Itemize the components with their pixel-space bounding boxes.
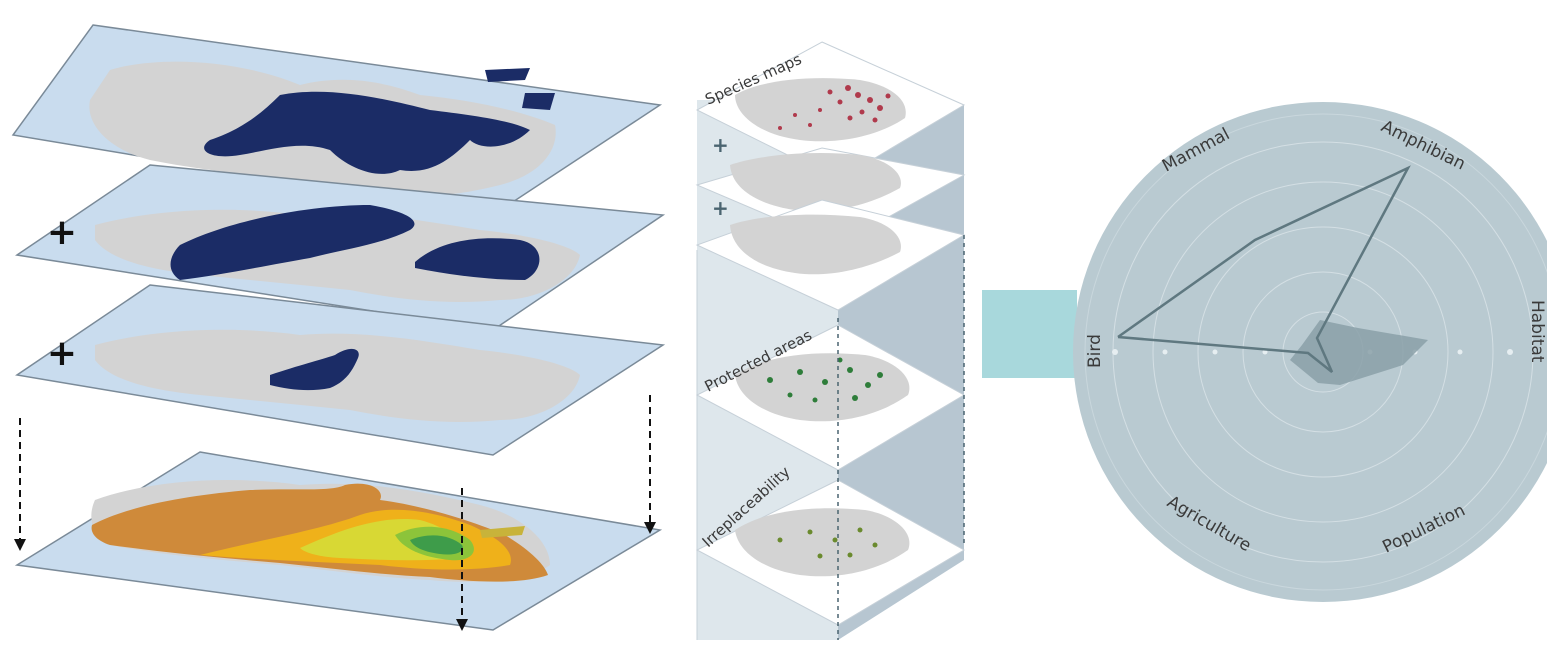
heat-zone-high [410,535,463,555]
map-layer-result [14,451,663,631]
profile-line [1117,165,1411,373]
left-layer-stack: + + [11,24,666,631]
plus-symbol-mid-1: + [712,133,729,157]
plus-symbol-2: + [47,333,77,374]
map-layer-2 [15,164,666,331]
species-range-3 [270,348,359,391]
panel-species-3 [695,199,966,311]
axis-label-bird: Bird [1085,334,1105,368]
species-range-1 [204,91,531,174]
species-points [778,85,891,130]
axis-label-habitat: Habitat [1527,300,1547,363]
plus-symbol-mid-2: + [712,196,729,220]
radar-panel: Mammal Amphibian Habitat Population Agri… [1073,102,1547,602]
connector-bar [982,290,1077,378]
map-layer-3 [15,284,666,456]
panel-irreplaceability [695,479,966,626]
middle-column: + + Species maps Protected areas Irrepla… [695,41,966,640]
plus-symbol-1: + [47,212,77,253]
pressure-shape [1290,320,1428,385]
map-layer-1 [11,24,663,216]
panel-protected [695,324,966,471]
species-range-2 [170,205,415,280]
